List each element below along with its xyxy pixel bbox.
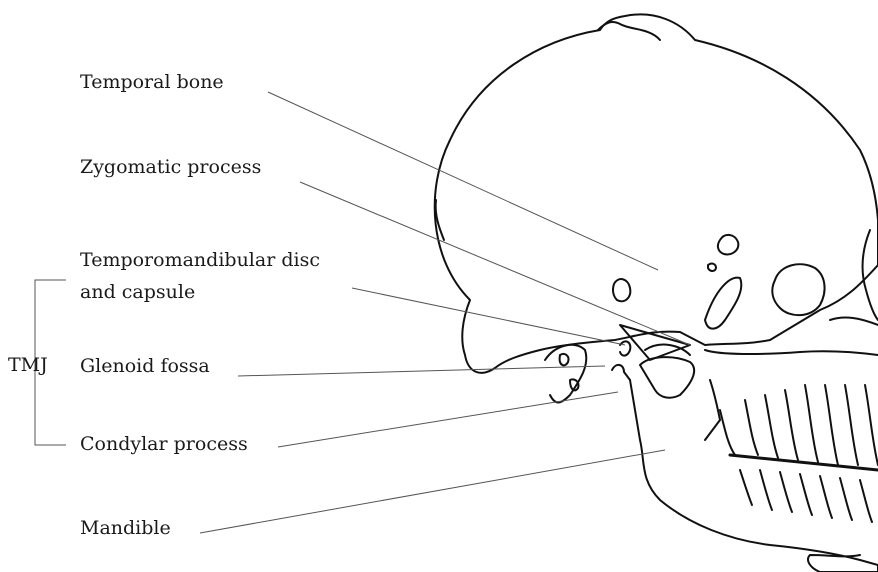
leader-tmj-disc	[352, 288, 625, 345]
leader-condylar-process	[278, 392, 618, 447]
leader-glenoid-fossa	[238, 366, 605, 376]
zygomatic-arch	[705, 278, 741, 329]
maxilla	[705, 350, 878, 355]
orbit	[772, 264, 824, 315]
label-tmj-disc-line2: and capsule	[80, 280, 195, 304]
label-tmj-group: TMJ	[8, 353, 48, 377]
leader-zygomatic-process	[300, 182, 690, 345]
leader-mandible	[200, 450, 665, 533]
upper-teeth	[720, 385, 878, 465]
mastoid-inner	[560, 354, 569, 365]
label-zygomatic-process: Zygomatic process	[80, 155, 261, 179]
right-face-edge	[863, 230, 878, 320]
mandible-outline	[630, 380, 878, 572]
label-tmj-disc-line1: Temporomandibular disc	[80, 248, 320, 272]
label-mandible: Mandible	[80, 516, 171, 540]
lower-teeth	[740, 470, 872, 522]
leader-temporal-bone	[268, 92, 658, 270]
label-glenoid-fossa: Glenoid fossa	[80, 354, 210, 378]
condyle-neck	[612, 365, 630, 380]
nasal-aperture	[830, 318, 878, 325]
condyle-head	[620, 341, 630, 355]
temporal-opening	[613, 279, 630, 301]
cranium-top-flap	[598, 22, 660, 40]
label-temporal-bone: Temporal bone	[80, 70, 224, 94]
small-foramen-2	[708, 264, 716, 271]
label-condylar-process: Condylar process	[80, 432, 248, 456]
small-foramen-1	[718, 235, 738, 254]
coronoid	[640, 357, 694, 398]
leader-lines	[200, 92, 690, 533]
alveolar-ridge	[705, 380, 720, 440]
